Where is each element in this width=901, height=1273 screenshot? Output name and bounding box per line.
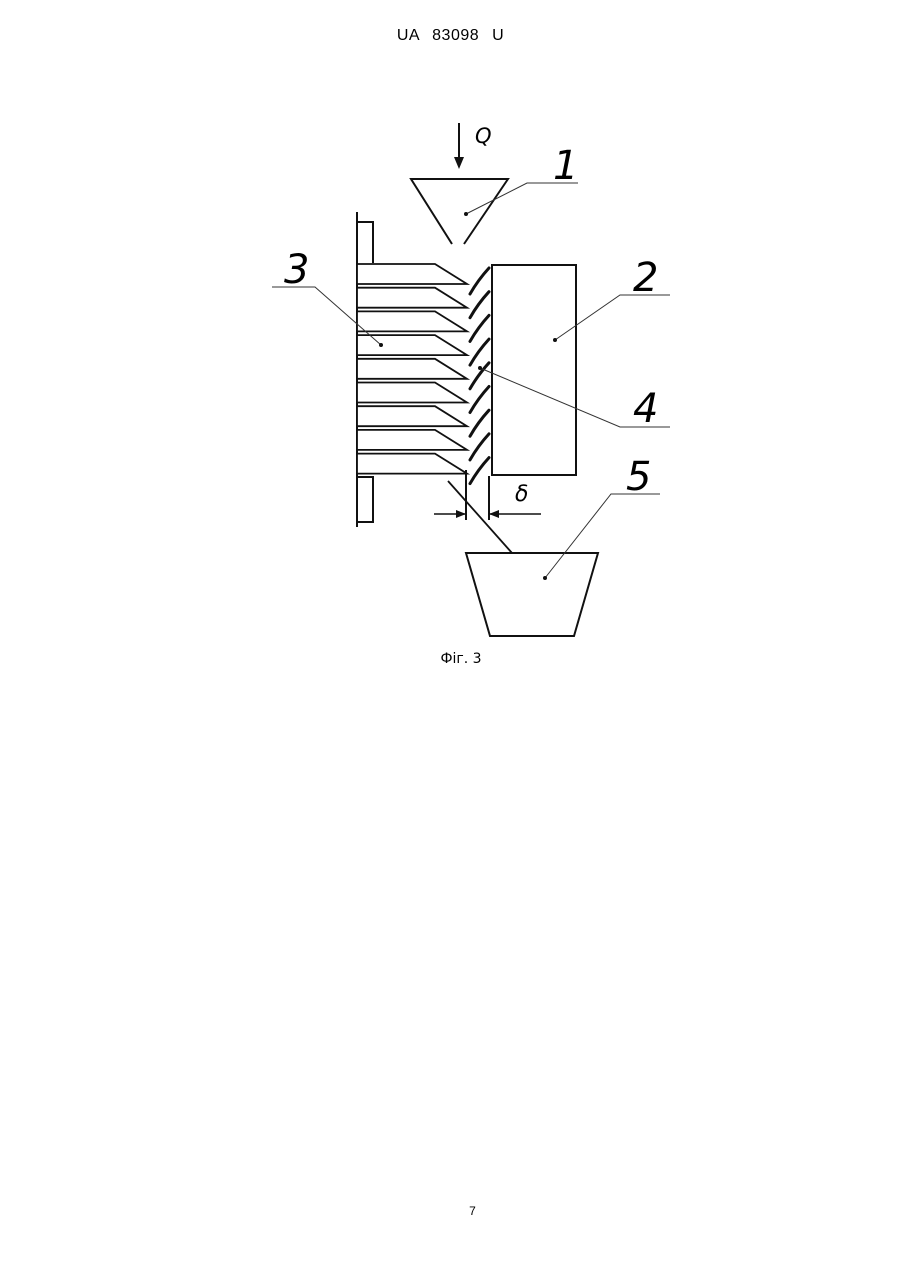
curved-blade bbox=[470, 339, 489, 365]
curved-blade bbox=[470, 434, 489, 460]
leader-dot-5 bbox=[543, 576, 547, 580]
gap-arrow-left bbox=[489, 510, 499, 518]
blade-stack bbox=[470, 268, 489, 484]
patent-figure: Q δ 1 2 3 4 5 bbox=[0, 0, 901, 700]
shelf-plate bbox=[357, 311, 467, 331]
page-number: 7 bbox=[0, 1204, 901, 1218]
receiving-hopper bbox=[466, 553, 598, 636]
shelf-plate bbox=[357, 430, 467, 450]
curved-blade bbox=[470, 387, 489, 413]
shelf-plate bbox=[357, 288, 467, 308]
leader-line-5 bbox=[545, 494, 660, 578]
curved-blade bbox=[470, 292, 489, 318]
leader-dot-4 bbox=[478, 366, 482, 370]
callout-1: 1 bbox=[553, 143, 578, 189]
frame-bottom-flange bbox=[357, 477, 373, 522]
gap-label: δ bbox=[515, 482, 528, 507]
callout-3: 3 bbox=[284, 247, 309, 293]
curved-blade bbox=[470, 268, 489, 294]
shelf-plate bbox=[357, 359, 467, 379]
figure-caption: Фіг. 3 bbox=[0, 651, 901, 667]
curved-blade bbox=[470, 458, 489, 484]
shelf-plate bbox=[357, 454, 467, 474]
flow-label: Q bbox=[475, 124, 492, 148]
frame-top-flange bbox=[357, 222, 373, 263]
shelf-stack bbox=[357, 264, 467, 474]
leader-line-2 bbox=[555, 295, 670, 340]
roller-body bbox=[492, 265, 576, 475]
shelf-plate bbox=[357, 406, 467, 426]
callout-4: 4 bbox=[633, 386, 658, 432]
shelf-plate bbox=[357, 264, 467, 284]
leader-dot-2 bbox=[553, 338, 557, 342]
gap-arrow-right bbox=[456, 510, 466, 518]
callout-2: 2 bbox=[633, 255, 658, 301]
flow-arrow-head bbox=[454, 157, 464, 169]
leader-dot-1 bbox=[464, 212, 468, 216]
callout-5: 5 bbox=[626, 454, 651, 500]
curved-blade bbox=[470, 410, 489, 436]
shelf-plate bbox=[357, 383, 467, 403]
leader-dot-3 bbox=[379, 343, 383, 347]
hopper-funnel bbox=[411, 179, 508, 244]
curved-blade bbox=[470, 315, 489, 341]
